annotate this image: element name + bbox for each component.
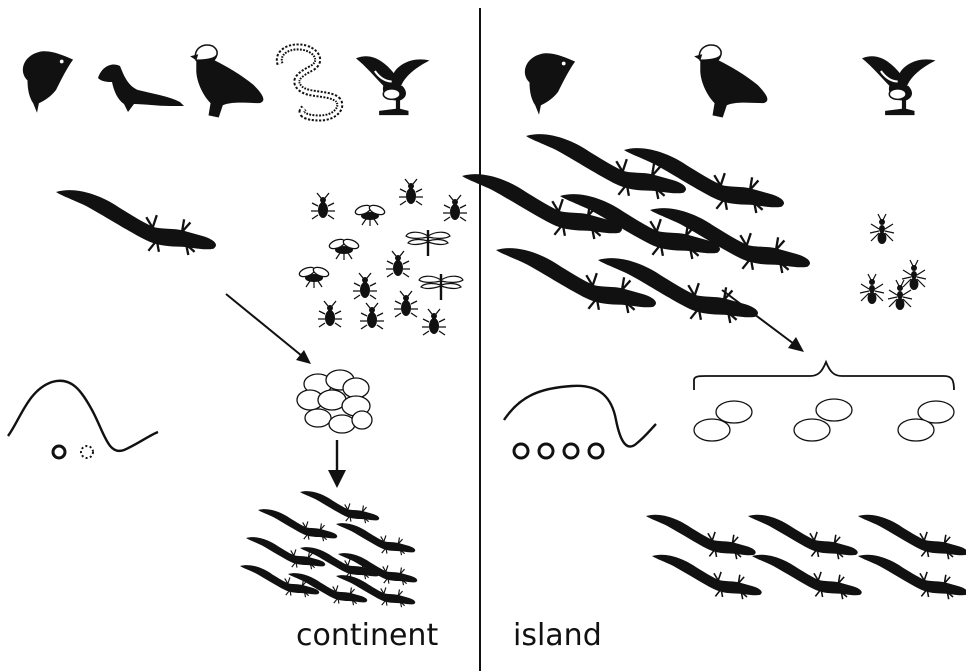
ant-icon <box>869 213 895 245</box>
insect-icon <box>327 236 361 261</box>
hatchling-icon <box>651 553 763 600</box>
island-curve <box>503 384 657 460</box>
ant-icon <box>859 273 885 305</box>
arrow-to-eggs <box>721 289 804 352</box>
insect-icon <box>352 272 378 300</box>
island-lizards <box>460 132 812 325</box>
lizard-icon <box>54 188 218 257</box>
hatchling-icon <box>857 553 966 600</box>
continent-insects <box>297 178 468 336</box>
raptor-icon <box>22 51 74 113</box>
weasel-icon <box>98 64 184 112</box>
ant-icon <box>887 279 913 311</box>
snake-icon <box>279 47 339 118</box>
insect-icon <box>385 250 411 278</box>
continent-label: continent <box>296 618 439 653</box>
insect-icon <box>359 302 385 330</box>
hatchling-icon <box>645 513 757 560</box>
hatchling-icon <box>299 490 380 524</box>
eagle-icon <box>189 44 265 119</box>
insect-icon <box>393 290 419 318</box>
island-predators <box>524 44 937 119</box>
insect-icon <box>353 202 387 227</box>
insect-icon <box>442 194 468 222</box>
hatchling-icon <box>751 553 863 600</box>
arrow-to-hatchlings <box>328 440 346 488</box>
island-egg-pairs <box>693 398 955 442</box>
insect-icon <box>297 264 331 289</box>
egg-brace <box>693 359 955 391</box>
insect-icon <box>398 178 424 206</box>
seabird-icon <box>860 55 937 117</box>
insect-icon <box>317 300 343 328</box>
hatchling-icon <box>857 513 966 560</box>
arrow-to-eggs <box>225 293 311 364</box>
island-label: island <box>513 618 602 653</box>
continent-hatchlings <box>239 490 418 608</box>
island-insects <box>859 213 927 311</box>
continent-predators <box>22 44 431 119</box>
insect-icon <box>310 192 336 220</box>
continent-curve <box>7 379 159 460</box>
hatchling-icon <box>747 513 859 560</box>
ant-icon <box>901 259 927 291</box>
island-hatchlings <box>645 513 966 600</box>
insect-icon <box>421 308 447 336</box>
dragonfly-icon <box>404 228 452 258</box>
lizard-icon <box>494 246 658 315</box>
eagle-icon <box>693 44 769 119</box>
hatchling-icon <box>257 508 338 542</box>
raptor-icon <box>524 53 576 115</box>
dragonfly-icon <box>417 272 465 302</box>
seabird-icon <box>354 55 431 117</box>
hatchling-icon <box>335 522 416 556</box>
continent-egg-cluster <box>296 369 373 434</box>
